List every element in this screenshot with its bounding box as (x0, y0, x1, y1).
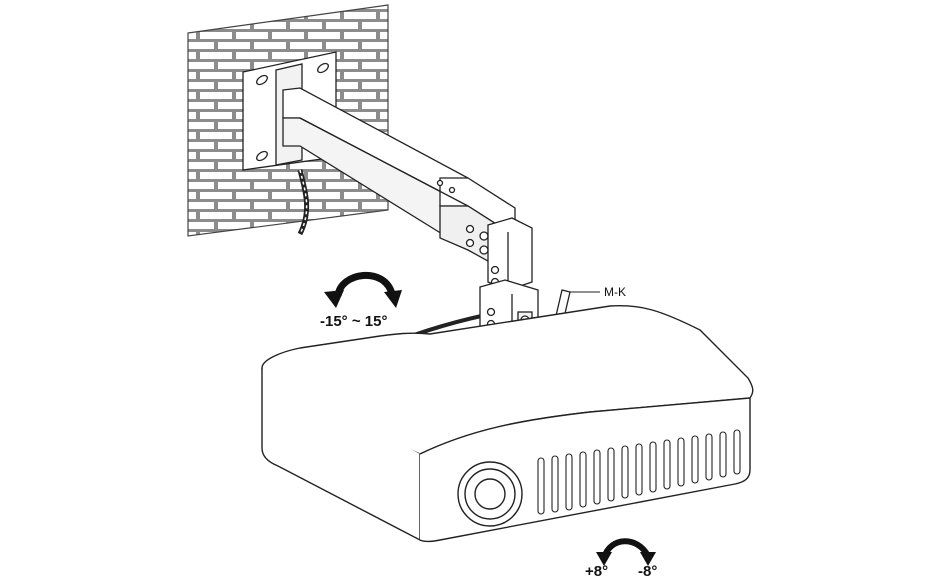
tilt-plus-label: +8° (585, 563, 609, 580)
tilt-minus-label: -8° (638, 563, 658, 580)
rotation-range-label: -15° ~ 15° (320, 313, 388, 330)
projector-lens (457, 461, 523, 527)
extension-arm (282, 87, 516, 278)
projector (261, 304, 754, 543)
tool-label: M-K (604, 285, 626, 299)
tilt-arrow-icon (596, 538, 656, 566)
rotation-arrow-icon (324, 272, 402, 308)
projector-vents (537, 429, 741, 515)
